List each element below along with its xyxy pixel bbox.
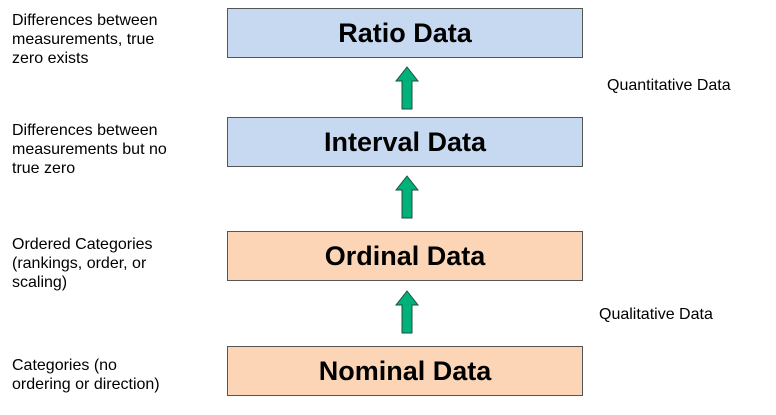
interval-data-title: Interval Data bbox=[323, 126, 487, 157]
interval-description: Differences between measurements but no … bbox=[12, 122, 167, 177]
ratio-data-box: Ratio Data bbox=[227, 8, 583, 58]
ordinal-description: Ordered Categories (rankings, order, or … bbox=[12, 236, 153, 291]
up-arrow-icon bbox=[395, 290, 419, 334]
ratio-description: Differences between measurements, true z… bbox=[12, 12, 158, 67]
interval-data-box: Interval Data bbox=[227, 117, 583, 167]
ordinal-data-title: Ordinal Data bbox=[324, 240, 486, 271]
nominal-data-box: Nominal Data bbox=[227, 346, 583, 396]
nominal-data-title: Nominal Data bbox=[318, 355, 492, 386]
nominal-description: Categories (no ordering or direction) bbox=[12, 357, 160, 393]
up-arrow-icon bbox=[395, 66, 419, 110]
ratio-data-title: Ratio Data bbox=[338, 17, 472, 48]
quantitative-data-label: Quantitative Data bbox=[607, 77, 731, 94]
qualitative-data-label: Qualitative Data bbox=[599, 306, 713, 323]
ordinal-data-box: Ordinal Data bbox=[227, 231, 583, 281]
up-arrow-icon bbox=[395, 175, 419, 219]
